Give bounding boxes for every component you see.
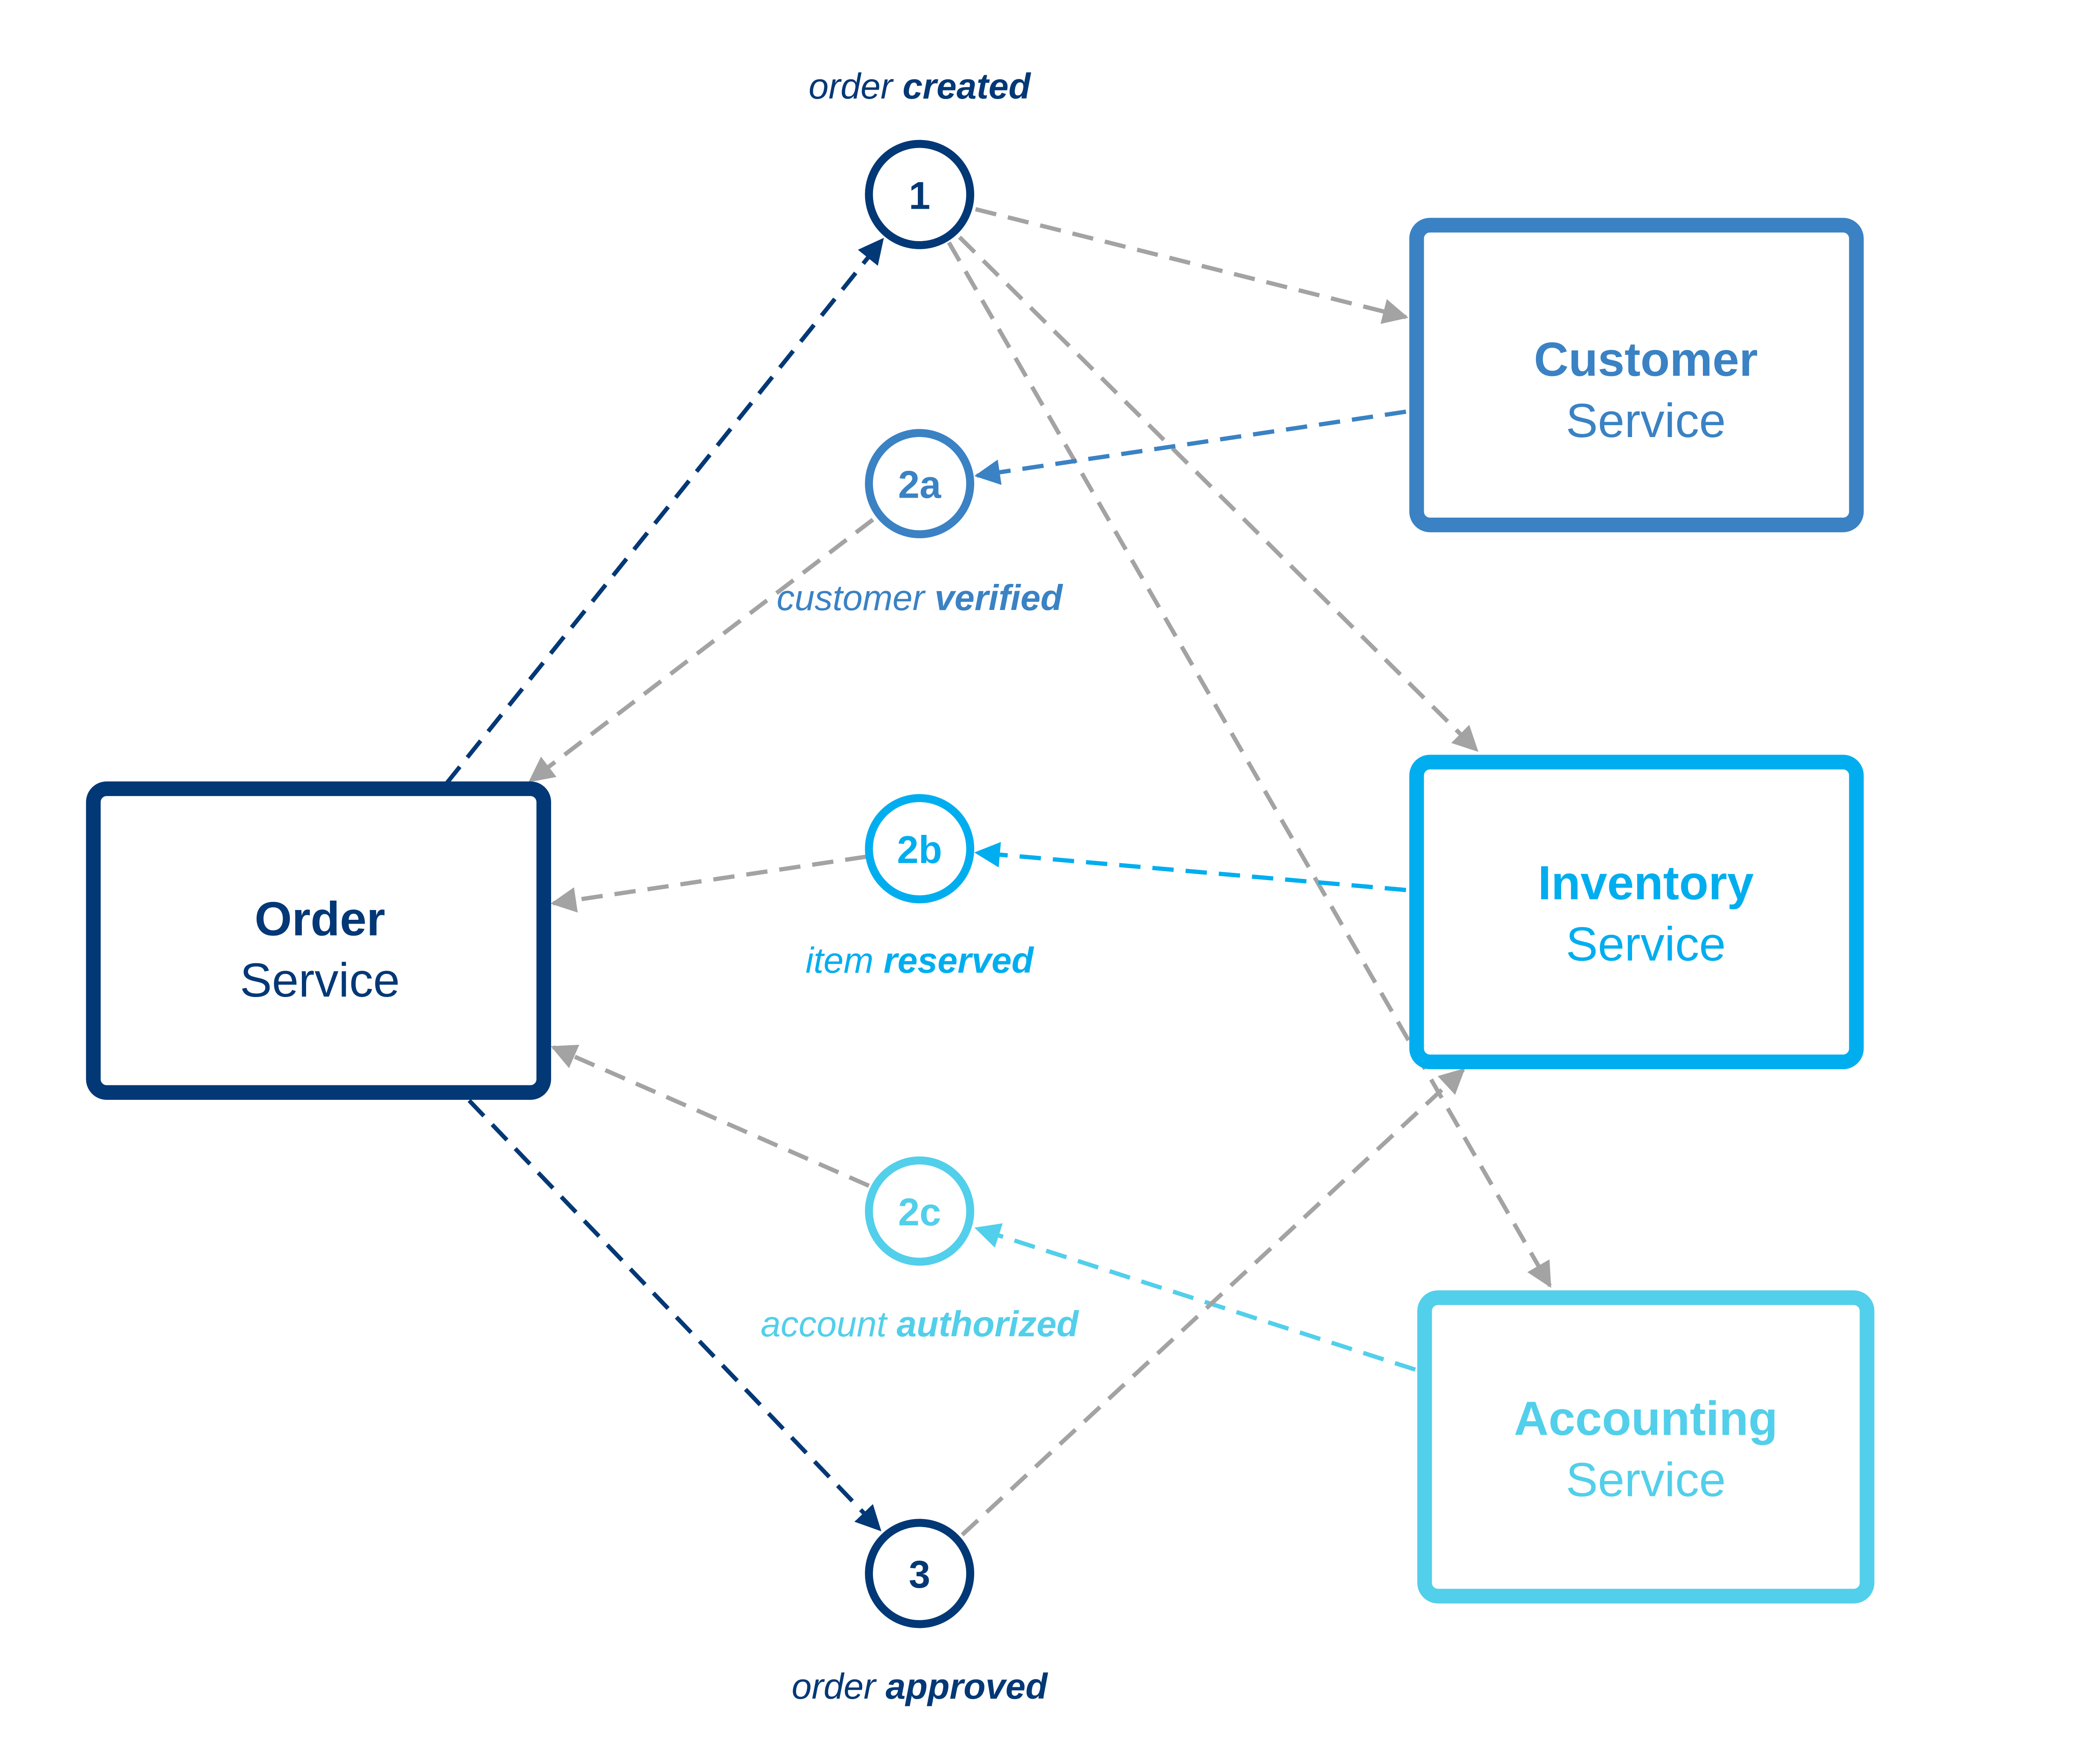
event-2c-number: 2c: [898, 1191, 941, 1234]
event-2b-label: item reserved: [806, 940, 1034, 980]
inventory-service-title: Inventory: [1538, 856, 1754, 910]
event-2b-node[interactable]: 2b: [865, 794, 975, 904]
event-3-number: 3: [909, 1553, 930, 1596]
arrow-e1-to-accounting: [947, 241, 1552, 1288]
event-2b-number: 2b: [897, 828, 942, 872]
arrow-customer-to-e2a: [974, 409, 1407, 485]
customer-service-subtitle: Service: [1566, 394, 1726, 447]
accounting-service-box[interactable]: Accounting Service: [1417, 1290, 1875, 1604]
event-2c-label: account authorized: [761, 1304, 1079, 1344]
event-1-label: order created: [809, 66, 1031, 106]
accounting-service-title: Accounting: [1514, 1391, 1778, 1445]
arrow-e1-to-customer: [975, 207, 1409, 324]
event-1-node[interactable]: 1: [865, 140, 975, 249]
event-2a-number: 2a: [898, 464, 941, 507]
event-3-label: order approved: [791, 1666, 1048, 1706]
accounting-service-subtitle: Service: [1566, 1453, 1726, 1507]
arrow-e1-to-inventory: [958, 236, 1479, 752]
arrow-order-to-e1: [444, 238, 884, 785]
event-2a-node[interactable]: 2a: [865, 429, 975, 539]
event-3-node[interactable]: 3: [865, 1519, 975, 1628]
order-service-title: Order: [254, 892, 385, 945]
event-2c-node[interactable]: 2c: [865, 1156, 975, 1266]
arrow-e2c-to-order: [551, 1044, 870, 1188]
order-service-subtitle: Service: [240, 953, 400, 1007]
edges: [444, 207, 1552, 1537]
arrow-e2a-to-order: [528, 518, 874, 783]
inventory-service-box[interactable]: Inventory Service: [1409, 755, 1864, 1070]
arrow-e2b-to-order: [550, 854, 867, 913]
customer-service-title: Customer: [1534, 332, 1758, 386]
inventory-service-subtitle: Service: [1566, 917, 1726, 971]
event-2a-label: customer verified: [777, 578, 1063, 618]
arrow-accounting-to-e2c: [974, 1223, 1416, 1372]
arrow-e3-to-inventory: [961, 1068, 1466, 1537]
customer-service-box[interactable]: Customer Service: [1409, 218, 1864, 533]
event-1-number: 1: [909, 174, 930, 217]
arrow-inventory-to-e2b: [974, 842, 1406, 892]
order-service-box[interactable]: Order Service: [86, 781, 551, 1100]
